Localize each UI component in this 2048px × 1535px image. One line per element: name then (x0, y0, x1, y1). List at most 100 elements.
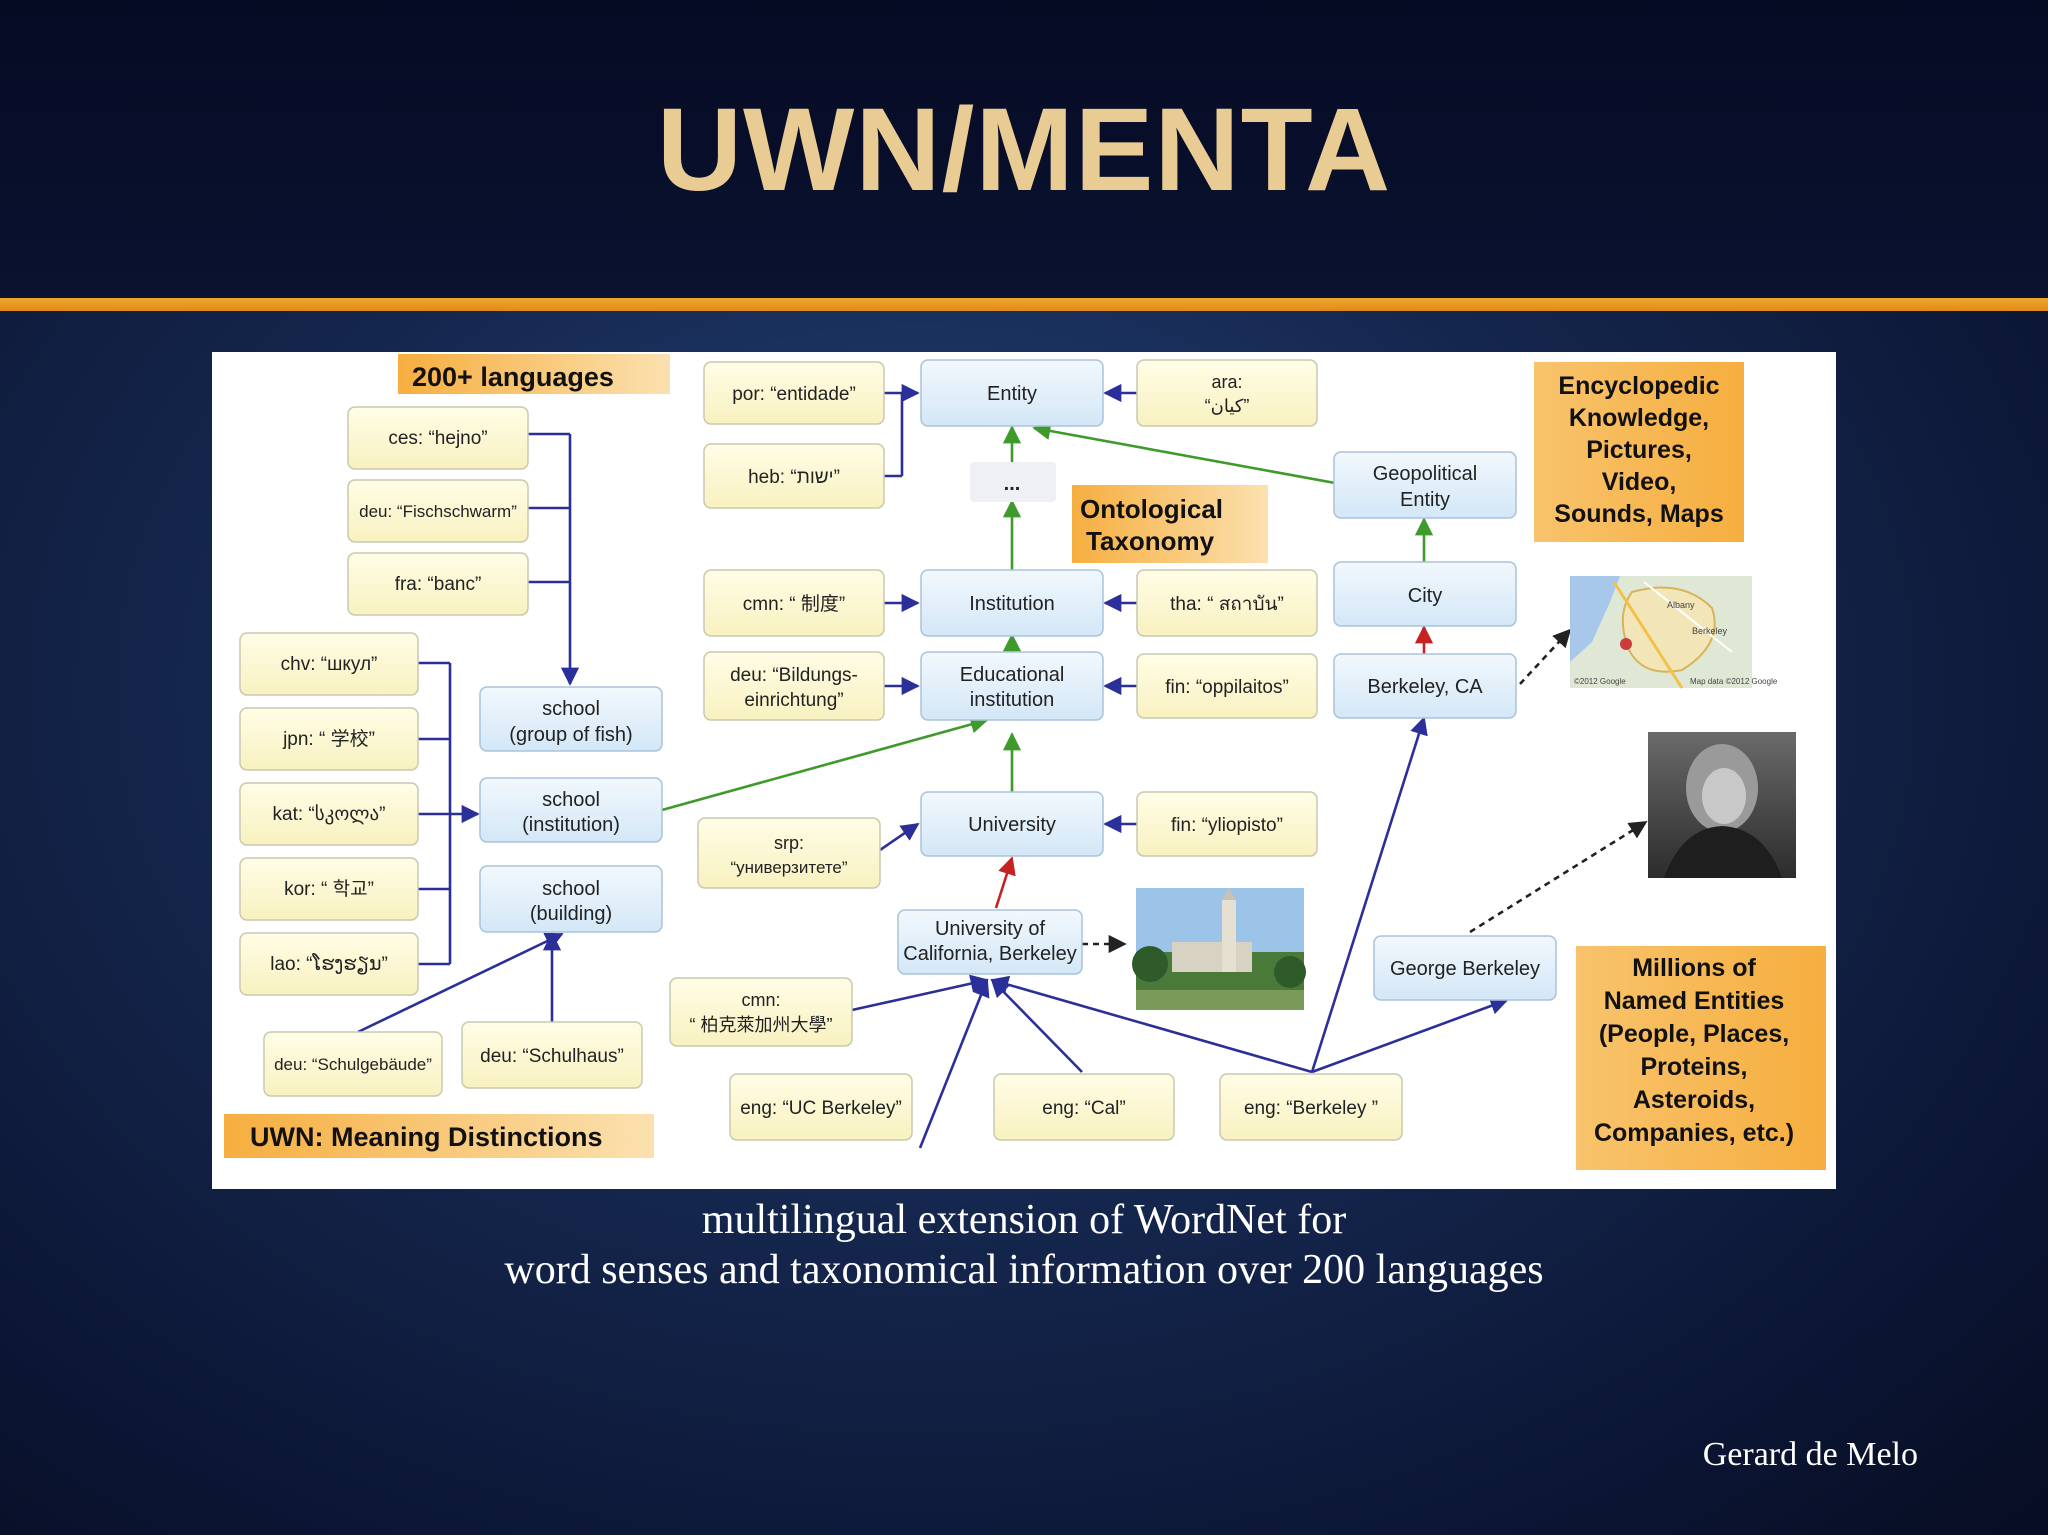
svg-text:Berkeley: Berkeley (1692, 626, 1728, 636)
george-berkeley-portrait (1648, 732, 1796, 878)
label-deu-bildung: deu: “Bildungs-einrichtung” (703, 651, 885, 721)
svg-text:(group of fish): (group of fish) (509, 724, 632, 746)
label-deu-schulhaus: deu: “Schulhaus” (461, 1021, 643, 1089)
edge-name-links (851, 716, 1509, 1149)
svg-text:ara:: ara: (1211, 372, 1242, 392)
svg-text:City: City (1408, 585, 1442, 607)
diagram-panel: 200+ languages Ontological Taxonomy Ency… (212, 352, 1836, 1189)
diagram-edges (357, 383, 1648, 1149)
svg-text:fin: “oppilaitos”: fin: “oppilaitos” (1165, 677, 1289, 698)
svg-text:Entity: Entity (987, 383, 1037, 405)
svg-text:Educational: Educational (960, 664, 1065, 686)
svg-text:California, Berkeley: California, Berkeley (903, 943, 1076, 965)
svg-text:Companies, etc.): Companies, etc.) (1594, 1119, 1794, 1147)
svg-text:chv: “шкул”: chv: “шкул” (281, 654, 378, 675)
edge-school-edu (661, 715, 989, 812)
node-educational-institution: Educational institution (920, 651, 1104, 721)
node-school-building: school (building) (479, 865, 663, 933)
svg-text:George Berkeley: George Berkeley (1390, 958, 1540, 980)
svg-text:ces: “hejno”: ces: “hejno” (388, 428, 487, 449)
svg-text:Proteins,: Proteins, (1641, 1053, 1748, 1081)
node-uc-berkeley: University of California, Berkeley (897, 909, 1083, 975)
svg-text:kat: “სკოლა”: kat: “სკოლა” (273, 804, 386, 825)
header-rule (0, 298, 2048, 311)
label-lao: lao: “ໂຮງຮຽນ” (239, 932, 419, 996)
svg-text:tha: “ สถาบัน”: tha: “ สถาบัน” (1170, 594, 1284, 615)
svg-text:heb: “ישות”: heb: “ישות” (748, 467, 840, 488)
edge-fish-bracket (528, 432, 580, 686)
svg-text:srp:: srp: (774, 833, 804, 853)
svg-text:Entity: Entity (1400, 489, 1450, 511)
svg-text:cmn:: cmn: (741, 990, 780, 1010)
label-por: por: “entidade” (703, 361, 885, 425)
svg-text:cmn: “ 制度”: cmn: “ 制度” (743, 593, 845, 615)
label-eng-uc-berkeley: eng: “UC Berkeley” (729, 1073, 913, 1141)
svg-text:University of: University of (935, 918, 1045, 940)
svg-text:kor: “ 학교”: kor: “ 학교” (284, 878, 374, 900)
svg-text:200+ languages: 200+ languages (412, 362, 614, 392)
svg-text:eng: “Cal”: eng: “Cal” (1042, 1098, 1125, 1119)
svg-text:deu: “Bildungs-: deu: “Bildungs- (730, 665, 858, 686)
svg-text:(People, Places,: (People, Places, (1599, 1020, 1789, 1048)
svg-text:eng: “UC Berkeley”: eng: “UC Berkeley” (740, 1098, 902, 1119)
label-heb: heb: “ישות” (703, 443, 885, 509)
label-kor: kor: “ 학교” (239, 857, 419, 921)
svg-text:Ontological: Ontological (1080, 494, 1223, 524)
svg-text:Encyclopedic: Encyclopedic (1558, 372, 1719, 400)
node-school-institution: school(institution) (479, 777, 663, 843)
svg-text:Map data ©2012 Google: Map data ©2012 Google (1690, 677, 1778, 686)
svg-text:Geopolitical: Geopolitical (1373, 463, 1478, 485)
uwn-menta-diagram: 200+ languages Ontological Taxonomy Ency… (224, 354, 1826, 1170)
svg-text:school: school (542, 878, 600, 900)
label-chv: chv: “шкул” (239, 632, 419, 696)
label-ara: ara: “كيان” (1136, 359, 1318, 427)
callout-languages: 200+ languages (398, 354, 670, 394)
label-deu-schulgebaeude: deu: “Schulgebäude” (263, 1031, 443, 1097)
edge-label-links (879, 383, 1137, 852)
svg-text:deu: “Schulgebäude”: deu: “Schulgebäude” (274, 1055, 432, 1074)
svg-text:Millions of: Millions of (1632, 954, 1756, 982)
label-fra: fra: “banc” (347, 552, 529, 616)
svg-text:fra: “banc”: fra: “banc” (395, 574, 482, 595)
edge-inst-bracket (418, 661, 480, 966)
node-city: City (1333, 561, 1517, 627)
svg-text:Albany: Albany (1667, 600, 1695, 610)
node-berkeley-ca: Berkeley, CA (1333, 653, 1517, 719)
callout-uwn: UWN: Meaning Distinctions (224, 1114, 654, 1158)
label-jpn: jpn: “ 学校” (239, 707, 419, 771)
caption-line-1: multilingual extension of WordNet for (701, 1197, 1347, 1243)
svg-text:...: ... (1004, 473, 1021, 495)
svg-text:school: school (542, 789, 600, 811)
svg-text:Taxonomy: Taxonomy (1086, 526, 1215, 556)
svg-text:(building): (building) (530, 903, 612, 925)
label-eng-cal: eng: “Cal” (993, 1073, 1175, 1141)
svg-text:deu: “Fischschwarm”: deu: “Fischschwarm” (359, 502, 517, 521)
callout-millions: Millions of Named Entities (People, Plac… (1576, 946, 1826, 1170)
svg-text:“ 柏克萊加州大學”: “ 柏克萊加州大學” (690, 1015, 833, 1035)
svg-text:University: University (968, 814, 1056, 836)
svg-text:Knowledge,: Knowledge, (1569, 404, 1709, 432)
edge-media-links (1082, 628, 1648, 954)
node-university: University (920, 791, 1104, 857)
caption-line-2: word senses and taxonomical information … (504, 1247, 1544, 1293)
svg-text:“كيان”: “كيان” (1205, 396, 1250, 416)
svg-text:Pictures,: Pictures, (1586, 436, 1692, 464)
svg-text:deu: “Schulhaus”: deu: “Schulhaus” (480, 1046, 624, 1067)
svg-text:por: “entidade”: por: “entidade” (732, 384, 856, 405)
slide-title: UWN/MENTA (656, 84, 1392, 216)
node-george-berkeley: George Berkeley (1373, 935, 1557, 1001)
svg-text:einrichtung”: einrichtung” (744, 690, 843, 711)
svg-text:institution: institution (970, 689, 1055, 711)
svg-text:“универзитете”: “универзитете” (730, 858, 847, 877)
node-entity: Entity (920, 359, 1104, 427)
svg-text:Berkeley, CA: Berkeley, CA (1367, 676, 1483, 698)
svg-text:lao: “ໂຮງຮຽນ”: lao: “ໂຮງຮຽນ” (270, 952, 388, 975)
edge-building-links (357, 932, 564, 1034)
svg-text:Institution: Institution (969, 593, 1055, 615)
callout-encyclopedic: Encyclopedic Knowledge, Pictures, Video,… (1534, 362, 1744, 542)
svg-text:fin: “yliopisto”: fin: “yliopisto” (1171, 815, 1283, 836)
slide-header (0, 0, 2048, 298)
svg-text:Video,: Video, (1602, 468, 1677, 496)
svg-text:eng: “Berkeley ”: eng: “Berkeley ” (1244, 1098, 1378, 1119)
